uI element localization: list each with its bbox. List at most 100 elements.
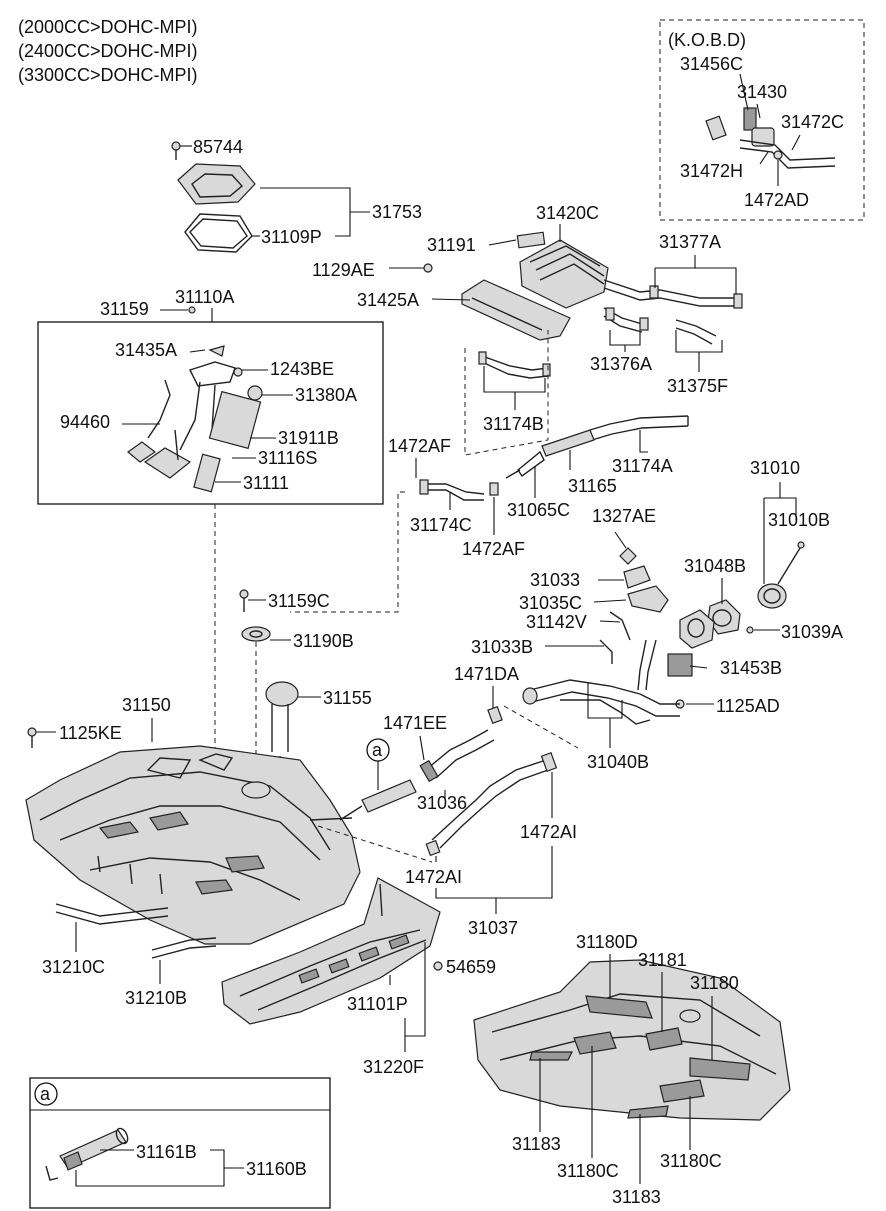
leader-line: [75, 1149, 225, 1187]
part-label-1472af: 1472AF: [388, 436, 451, 456]
part-label-31159: 31159: [100, 299, 149, 319]
part-label-31180d: 31180D: [576, 932, 638, 952]
part-label-31180c-2: 31180C: [660, 1151, 722, 1171]
filler-vent-tube: [505, 415, 689, 479]
leader-line: [675, 330, 723, 353]
screw-icon: [746, 626, 754, 634]
vapor-hoses: [603, 279, 743, 345]
leader-line: [614, 531, 627, 549]
leader-line: [599, 620, 621, 623]
dashed-guide-line: [317, 825, 433, 863]
callout-marker-a-label: a: [372, 740, 383, 760]
part-label-31420c: 31420C: [536, 203, 599, 223]
charcoal-canister: [423, 231, 609, 341]
part-label-31210c: 31210C: [42, 957, 105, 977]
fuel-tank-with-pads: [473, 959, 791, 1121]
part-label-31183-2: 31183: [612, 1187, 661, 1207]
vent-hose-31174b: [478, 351, 551, 379]
part-label-31161b: 31161B: [136, 1142, 197, 1162]
leader-line: [609, 330, 641, 346]
part-label-31472c: 31472C: [781, 112, 844, 132]
part-label-31010b: 31010B: [768, 510, 830, 530]
part-label-31453b: 31453B: [720, 658, 782, 678]
part-label-31174c: 31174C: [410, 515, 472, 535]
part-label-31174a: 31174A: [612, 456, 673, 476]
part-label-31111: 31111: [243, 473, 289, 493]
part-label-31033b: 31033B: [471, 637, 533, 657]
pump-cover-plate: [171, 141, 256, 205]
leader-line: [756, 103, 761, 119]
engine-spec-line: (3300CC>DOHC-MPI): [18, 65, 198, 85]
leader-line: [431, 298, 471, 301]
part-label-31377a: 31377A: [659, 232, 721, 252]
nut-icon: [433, 961, 443, 971]
leader-line: [791, 134, 801, 151]
kobd-valve-drawing: [705, 107, 836, 169]
dashed-guide-line: [290, 491, 405, 613]
leader-line: [419, 735, 425, 761]
part-label-31220f: 31220F: [363, 1057, 424, 1077]
fuel-pump-assembly: [127, 345, 263, 493]
part-label-31375f: 31375F: [667, 376, 728, 396]
part-label-31376a: 31376A: [590, 354, 652, 374]
leader-line: [488, 239, 517, 246]
leader-line: [764, 497, 797, 520]
leader-line: [689, 665, 708, 669]
inset-marker-a: [34, 1082, 58, 1106]
pump-gasket-ring: [184, 213, 253, 253]
filler-hose-detail: [45, 1127, 129, 1181]
inset-marker-a-label: a: [40, 1084, 51, 1104]
leader-line: [404, 942, 426, 1037]
main-fuel-tank: [25, 745, 361, 945]
part-label-85744: 85744: [193, 137, 243, 157]
part-label-31181: 31181: [638, 950, 687, 970]
leader-line: [639, 430, 648, 453]
part-label-31010: 31010: [750, 458, 800, 478]
engine-spec-line: (2400CC>DOHC-MPI): [18, 41, 198, 61]
engine-spec-line: (2000CC>DOHC-MPI): [18, 17, 198, 37]
leader-line: [655, 267, 737, 294]
part-label-31753: 31753: [372, 202, 422, 222]
part-label-31165: 31165: [568, 476, 617, 496]
part-label-54659: 54659: [446, 957, 496, 977]
leader-line: [739, 73, 749, 111]
part-label-31037: 31037: [468, 918, 518, 938]
part-label-31456c: 31456C: [680, 54, 743, 74]
part-label-31109p: 31109P: [261, 227, 322, 247]
part-label-1472af-2: 1472AF: [462, 539, 525, 559]
part-label-31430: 31430: [737, 82, 787, 102]
part-label-1125ad: 1125AD: [716, 696, 780, 716]
fuel-filler-cap: [757, 541, 805, 609]
part-label-31048b: 31048B: [684, 556, 746, 576]
part-label-1129ae: 1129AE: [312, 260, 375, 280]
part-label-31142v: 31142V: [526, 612, 587, 632]
part-label-31180c: 31180C: [557, 1161, 619, 1181]
filler-neck-assembly: [599, 547, 741, 709]
part-label-1125ke: 1125KE: [59, 723, 122, 743]
part-label-31065c: 31065C: [507, 500, 570, 520]
leader-line: [593, 599, 627, 603]
part-label-31116s: 31116S: [258, 448, 317, 468]
screw-icon: [27, 727, 37, 748]
part-label-94460: 94460: [60, 412, 110, 432]
part-label-31036: 31036: [417, 793, 467, 813]
leader-line: [189, 349, 206, 353]
part-label-31472h: 31472H: [680, 161, 743, 181]
part-label-31435a: 31435A: [115, 340, 177, 360]
part-label-31150: 31150: [122, 695, 171, 715]
tank-strap: [55, 903, 217, 959]
part-label-31174b: 31174B: [483, 414, 544, 434]
filler-neck-tube: [339, 729, 558, 857]
part-label-31191: 31191: [427, 235, 476, 255]
part-label-31039a: 31039A: [781, 622, 843, 642]
fuel-pump-module-box: [37, 321, 384, 505]
dashed-guide-line: [503, 705, 579, 749]
part-label-31101p: 31101P: [347, 994, 408, 1014]
part-label-1471ee: 1471EE: [383, 713, 447, 733]
part-label-31380a: 31380A: [295, 385, 357, 405]
part-label-31210b: 31210B: [125, 988, 187, 1008]
part-label-31180: 31180: [690, 973, 739, 993]
part-label-31035c: 31035C: [519, 593, 582, 613]
